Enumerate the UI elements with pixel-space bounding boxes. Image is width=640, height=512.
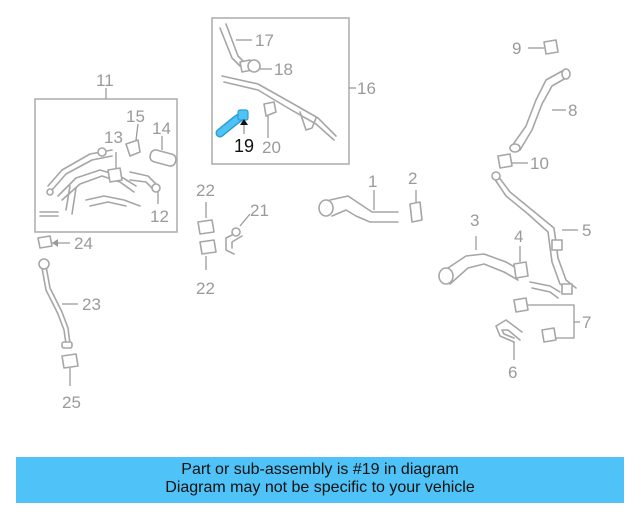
callout-23: 23 [82,295,101,314]
info-banner: Part or sub-assembly is #19 in diagram D… [16,457,624,503]
part-25-clip [61,353,79,369]
part-15-clip [125,139,141,157]
callout-5: 5 [582,221,591,240]
part-13-clip [107,167,123,183]
banner-line-1: Part or sub-assembly is #19 in diagram [181,461,459,478]
part-8-hose [509,68,571,153]
callout-8: 8 [568,101,577,120]
callout-4: 4 [514,227,523,246]
part-2-clamp [409,201,423,223]
callout-22-top: 22 [196,181,215,200]
callout-20: 20 [262,138,281,157]
part-11-pipe-assembly [39,147,141,217]
part-4-clamp [513,261,529,279]
callout-15: 15 [126,107,145,126]
callout-2: 2 [408,169,417,188]
callout-25: 25 [62,393,81,412]
part-22-clip-bottom [199,239,217,255]
group-box-16 [211,17,350,165]
callout-24: 24 [74,234,93,253]
part-19-highlighted-hose [215,109,249,138]
callout-14: 14 [152,119,171,138]
part-1-hose [318,195,399,223]
part-5-pipe-assembly [491,171,577,299]
part-12-hose [129,171,161,193]
banner-line-2: Diagram may not be specific to your vehi… [165,479,475,496]
part-6-hose [495,319,523,343]
part-18-line-assembly [221,59,337,141]
callout-18: 18 [274,60,293,79]
callout-12: 12 [150,207,169,226]
part-24-clip [37,235,53,249]
parts-diagram: 11 16 17 18 19 20 13 [34,17,591,412]
callout-13: 13 [104,128,123,147]
callout-9: 9 [512,39,521,58]
callout-1: 1 [368,172,377,191]
part-17-bracket [219,23,253,73]
part-14-hose [149,149,177,167]
part-10-clamp [497,153,513,169]
part-23-pipe [38,258,73,349]
part-3-hose [438,253,521,285]
part-9-clamp [543,39,559,55]
part-21-hose [225,227,243,255]
callout-16: 16 [357,79,376,98]
part-20-clip [263,101,277,117]
callout-10: 10 [530,154,549,173]
callout-6: 6 [508,363,517,382]
callout-7: 7 [582,313,591,332]
part-7-clamps [513,297,557,343]
callout-3: 3 [470,211,479,230]
callout-17: 17 [255,31,274,50]
part-22-clip-top [197,219,215,235]
callout-21: 21 [250,201,269,220]
callout-19: 19 [234,136,254,156]
callout-22-bottom: 22 [196,279,215,298]
callout-11: 11 [96,71,114,90]
